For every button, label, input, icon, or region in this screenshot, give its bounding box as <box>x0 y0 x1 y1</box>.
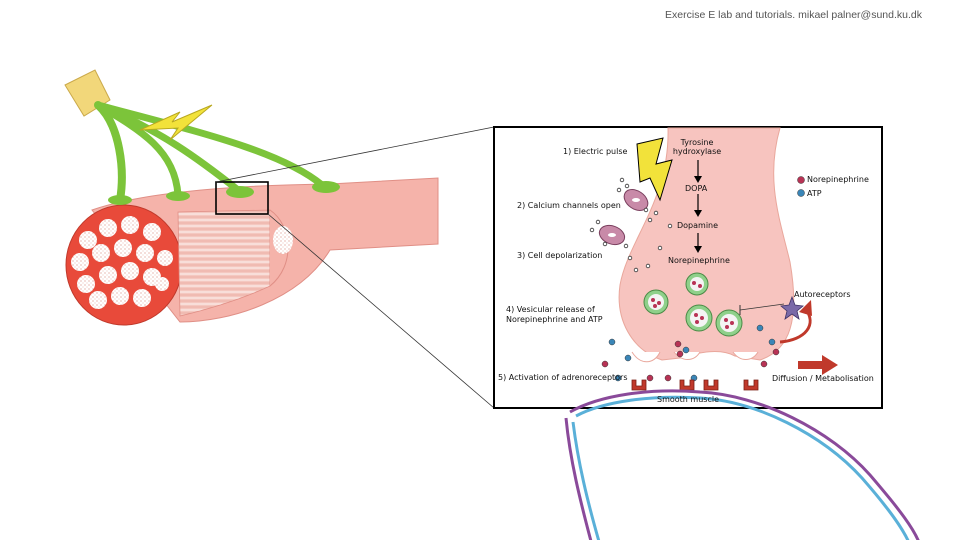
calcium-channel-1 <box>623 189 649 211</box>
legend-atp-dot <box>797 189 805 197</box>
lightning-bolt-panel <box>636 137 673 202</box>
label-smooth-muscle: Smooth muscle <box>657 395 719 404</box>
vesicles <box>643 272 743 337</box>
diffusion-arrow <box>798 355 838 375</box>
autoreceptor-icon <box>739 295 812 344</box>
vesicle <box>685 272 709 296</box>
label-step3: 3) Cell depolarization <box>517 251 603 260</box>
lightning-bolt-small <box>139 104 213 141</box>
smooth-muscle-membrane <box>564 389 920 540</box>
label-diffusion: Diffusion / Metabolisation <box>772 374 874 383</box>
released-molecules <box>601 324 780 382</box>
label-tyrosine-line1: Tyrosine <box>680 138 714 147</box>
legend-dots <box>797 176 805 197</box>
zoom-box <box>215 181 269 215</box>
label-norepinephrine-path: Norepinephrine <box>668 256 730 265</box>
label-dopamine: Dopamine <box>677 221 719 230</box>
legend-norepinephrine-dot <box>797 176 805 184</box>
synthesis-pathway-arrows <box>694 160 702 253</box>
vesicle <box>685 304 713 332</box>
label-step4-line2: Norepinephrine and ATP <box>506 315 603 324</box>
label-step5: 5) Activation of adrenoreceptors <box>498 373 628 382</box>
label-step2: 2) Calcium channels open <box>517 201 621 210</box>
adrenoreceptors <box>631 379 759 391</box>
calcium-ions <box>589 177 673 273</box>
label-dopa: DOPA <box>685 184 708 193</box>
myofibril-bundles <box>71 216 173 309</box>
vesicle <box>715 309 743 337</box>
header-text: Exercise E lab and tutorials. mikael pal… <box>665 9 922 21</box>
label-tyrosine-line2: hydroxylase <box>672 147 722 156</box>
striated-section <box>177 209 271 317</box>
label-autoreceptors: Autoreceptors <box>794 290 851 299</box>
legend-atp-label: ATP <box>807 189 822 198</box>
muscle-fiber-illustration <box>64 69 495 409</box>
legend-norepinephrine-label: Norepinephrine <box>807 175 869 184</box>
label-step4-line1: 4) Vesicular release of <box>506 305 595 314</box>
calcium-channel-2 <box>598 224 626 246</box>
label-step1: 1) Electric pulse <box>563 147 628 156</box>
vesicle <box>643 289 669 315</box>
